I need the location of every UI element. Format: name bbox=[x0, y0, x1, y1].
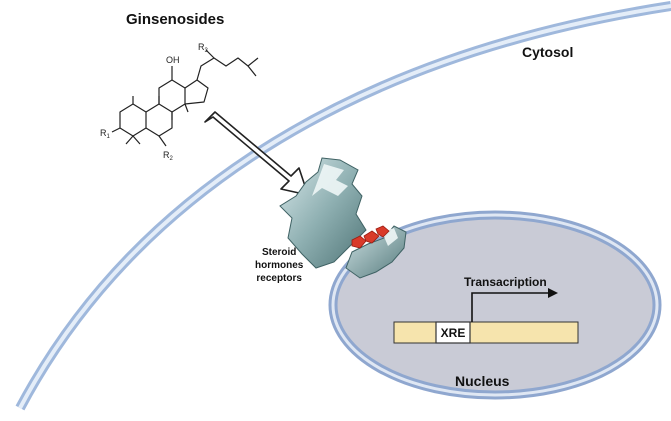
nucleus-label: Nucleus bbox=[455, 373, 510, 389]
svg-text:OH: OH bbox=[166, 55, 180, 65]
xre-box bbox=[435, 321, 471, 344]
receptor-label-line: Steroid bbox=[261, 247, 297, 258]
ginsenoside-ligand bbox=[351, 225, 390, 249]
svg-text:R2: R2 bbox=[163, 150, 174, 162]
transcription-label: Transacription bbox=[464, 275, 547, 289]
svg-text:R1: R1 bbox=[100, 128, 111, 140]
ginsenosides-title: Ginsenosides bbox=[126, 11, 225, 28]
receptor-label: Steroid hormones receptors bbox=[255, 246, 303, 285]
nucleus bbox=[328, 210, 662, 400]
steroid-receptor-free bbox=[279, 157, 367, 269]
ginsenoside-structure bbox=[111, 49, 259, 147]
receptor-label-line: receptors bbox=[256, 273, 302, 284]
svg-text:R3: R3 bbox=[198, 42, 209, 54]
molecule-labels: OH R3 R1 R2 bbox=[100, 42, 209, 162]
transcription-arrow-icon bbox=[471, 288, 558, 322]
dna-strand bbox=[393, 321, 579, 344]
cell-membrane bbox=[15, 1, 671, 411]
cytosol-label: Cytosol bbox=[522, 44, 574, 60]
xre-label: XRE bbox=[440, 326, 466, 340]
receptor-label-line: hormones bbox=[255, 260, 304, 271]
